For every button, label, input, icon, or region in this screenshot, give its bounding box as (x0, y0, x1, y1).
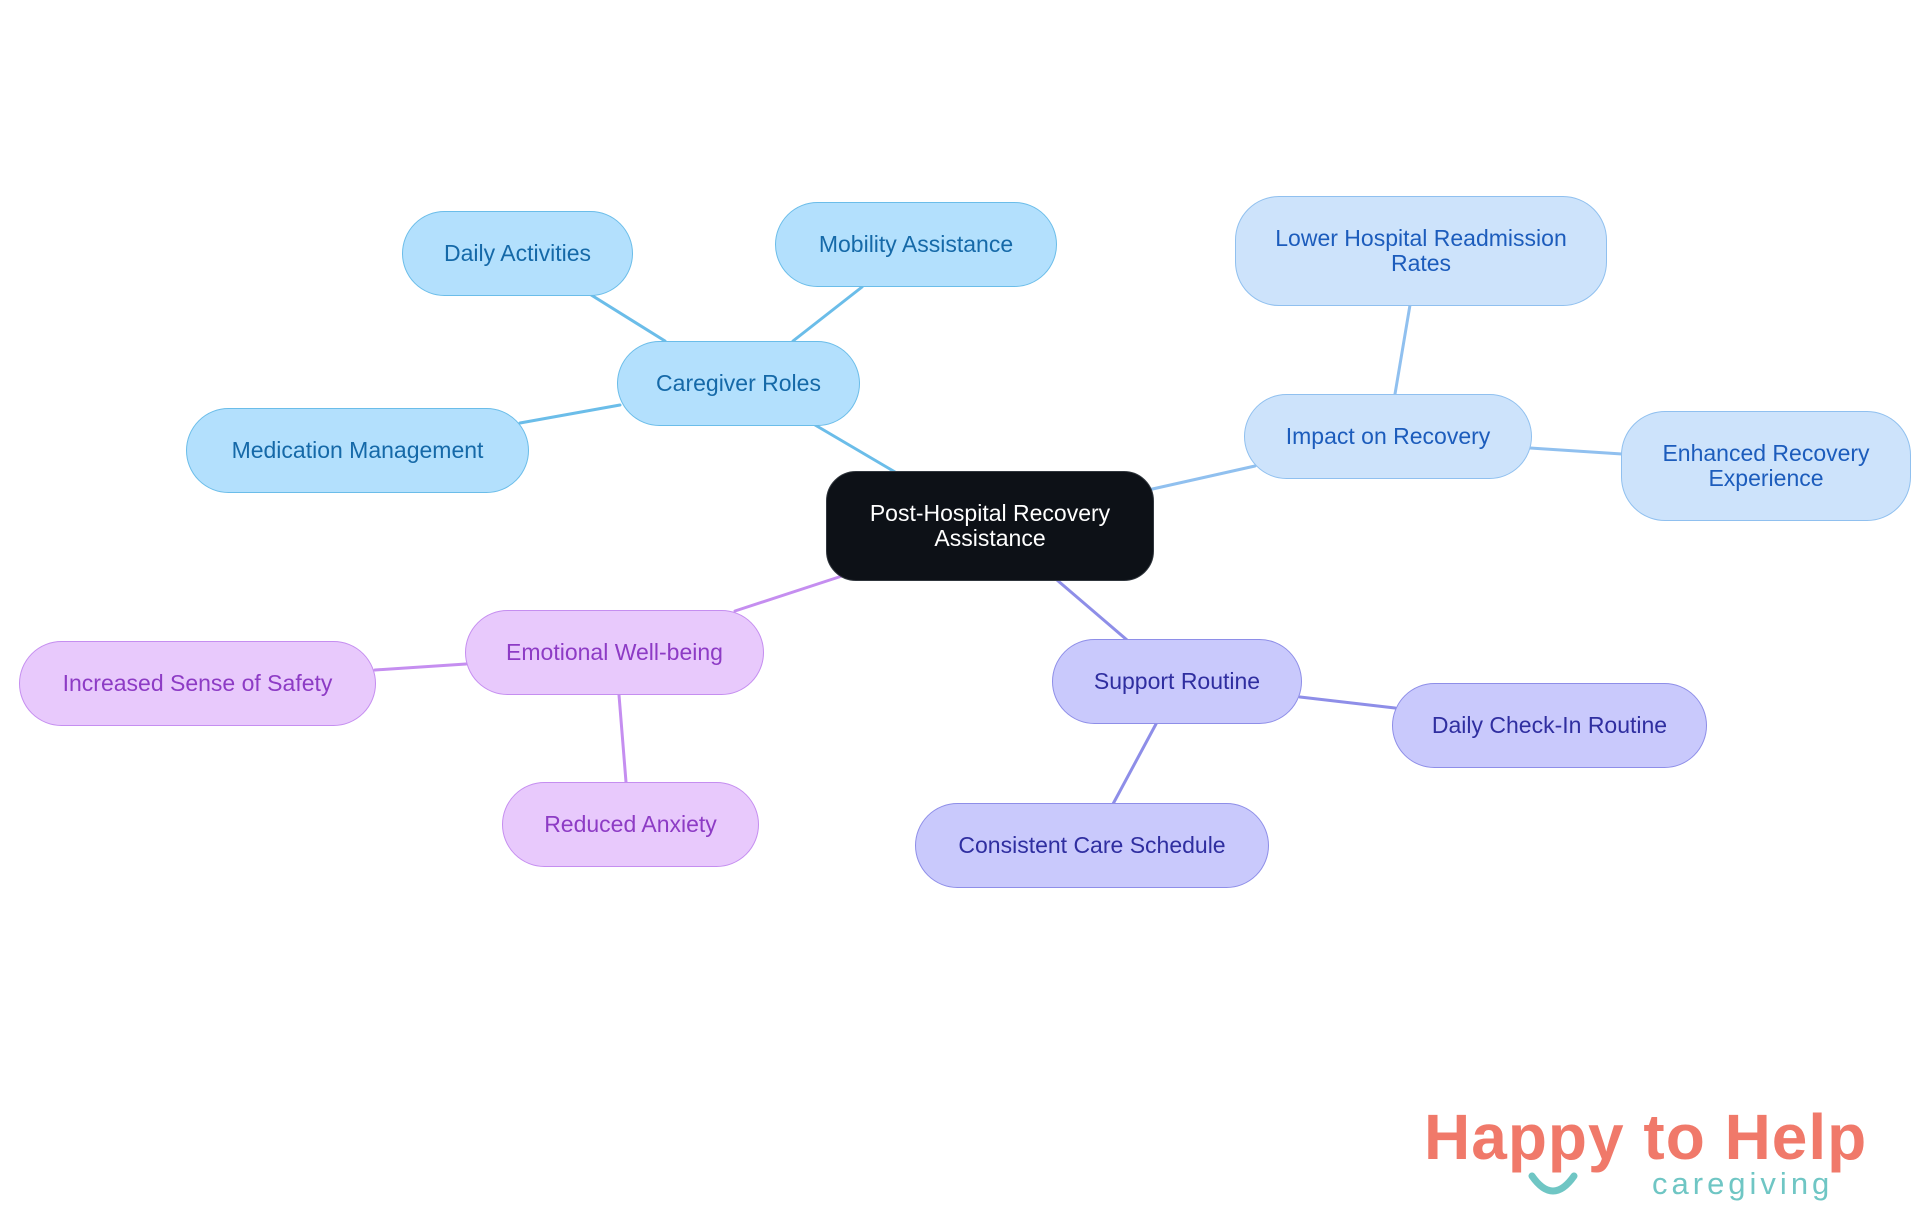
node-consistent-schedule[interactable]: Consistent Care Schedule (915, 803, 1269, 888)
node-emotional-wellbeing[interactable]: Emotional Well-being (465, 610, 764, 695)
edge-support-schedule (1111, 722, 1158, 806)
edge-emotion-safety (373, 662, 468, 672)
edge-root-caregiver-roles (808, 420, 897, 474)
edge-root-emotion (733, 574, 844, 613)
edge-support-checkin (1298, 695, 1397, 710)
node-daily-checkin[interactable]: Daily Check-In Routine (1392, 683, 1707, 768)
edge-emotion-anxiety (617, 693, 628, 784)
smile-icon (1528, 1172, 1578, 1195)
node-daily-activities[interactable]: Daily Activities (402, 211, 633, 296)
node-reduced-anxiety[interactable]: Reduced Anxiety (502, 782, 759, 867)
node-support-routine[interactable]: Support Routine (1052, 639, 1302, 724)
edge-root-impact (1146, 464, 1257, 492)
node-mobility-assistance[interactable]: Mobility Assistance (775, 202, 1057, 287)
node-caregiver-roles[interactable]: Caregiver Roles (617, 341, 860, 426)
edge-roles-daily-activities (586, 291, 667, 343)
logo-wordmark: Happy to Help (1424, 1101, 1868, 1173)
node-increased-safety[interactable]: Increased Sense of Safety (19, 641, 376, 726)
happy-to-help-logo: Happy to Help caregiving (1420, 1100, 1890, 1210)
edge-impact-readmission (1393, 303, 1412, 396)
node-medication-management[interactable]: Medication Management (186, 408, 529, 493)
edge-roles-medication (518, 403, 622, 425)
root-node[interactable]: Post-Hospital Recovery Assistance (826, 471, 1154, 581)
logo-tagline: caregiving (1652, 1166, 1834, 1201)
edge-roles-mobility (791, 285, 864, 343)
node-enhanced-recovery[interactable]: Enhanced Recovery Experience (1621, 411, 1911, 521)
edge-impact-enhanced (1528, 446, 1624, 456)
edge-root-support (1055, 578, 1129, 642)
node-impact-on-recovery[interactable]: Impact on Recovery (1244, 394, 1532, 479)
node-lower-readmission[interactable]: Lower Hospital Readmission Rates (1235, 196, 1607, 306)
